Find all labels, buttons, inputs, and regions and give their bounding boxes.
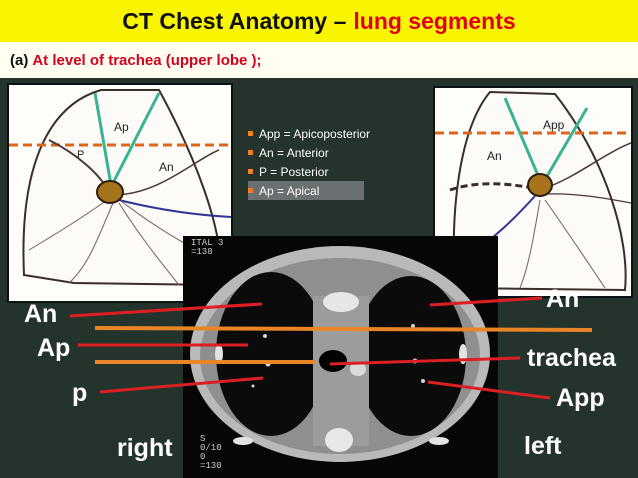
label-ap-left: Ap — [37, 334, 71, 362]
left-lung-sketch: Ap P An — [9, 89, 231, 287]
left-sketch-label-an: An — [159, 160, 174, 174]
label-app-right: App — [556, 384, 605, 412]
legend-item: An = Anterior — [248, 143, 416, 162]
label-side-right: right — [117, 434, 173, 462]
bullet-icon — [248, 188, 253, 193]
bullet-icon — [248, 150, 253, 155]
left-sketch-panel: Ap P An — [7, 83, 233, 303]
left-sketch-label-ap: Ap — [114, 120, 129, 134]
ct-scan-image: ITAL 3 =138 S 0/10 0 =130 — [183, 236, 498, 478]
title-bar: CT Chest Anatomy – lung segments — [0, 0, 638, 42]
bullet-icon — [248, 169, 253, 174]
subtitle-bar: (a) At level of trachea (upper lobe ); — [0, 42, 638, 78]
ct-corner-text: ITAL 3 =138 — [191, 238, 224, 257]
left-sketch-label-p: P — [77, 149, 84, 161]
legend-item: App = Apicoposterior — [248, 124, 416, 143]
label-side-left: left — [524, 432, 562, 460]
bullet-icon — [248, 131, 253, 136]
label-trachea: trachea — [527, 344, 616, 372]
label-an-right: An — [546, 285, 580, 313]
subtitle-text: At level of trachea (upper lobe ); — [32, 51, 262, 69]
slide-title: CT Chest Anatomy – — [122, 7, 347, 34]
right-sketch-label-an: An — [487, 149, 502, 163]
label-p-left: p — [72, 379, 88, 407]
legend-item: P = Posterior — [248, 162, 416, 181]
ct-bottom-left-text: S 0/10 0 =130 — [200, 434, 222, 471]
legend-item: Ap = Apical — [248, 181, 364, 200]
right-sketch-label-app: App — [543, 118, 565, 132]
segment-legend: App = Apicoposterior An = Anterior P = P… — [248, 124, 416, 200]
slide-title-accent: lung segments — [353, 7, 516, 34]
label-an-left: An — [24, 300, 58, 328]
subtitle-prefix: (a) — [10, 51, 29, 69]
